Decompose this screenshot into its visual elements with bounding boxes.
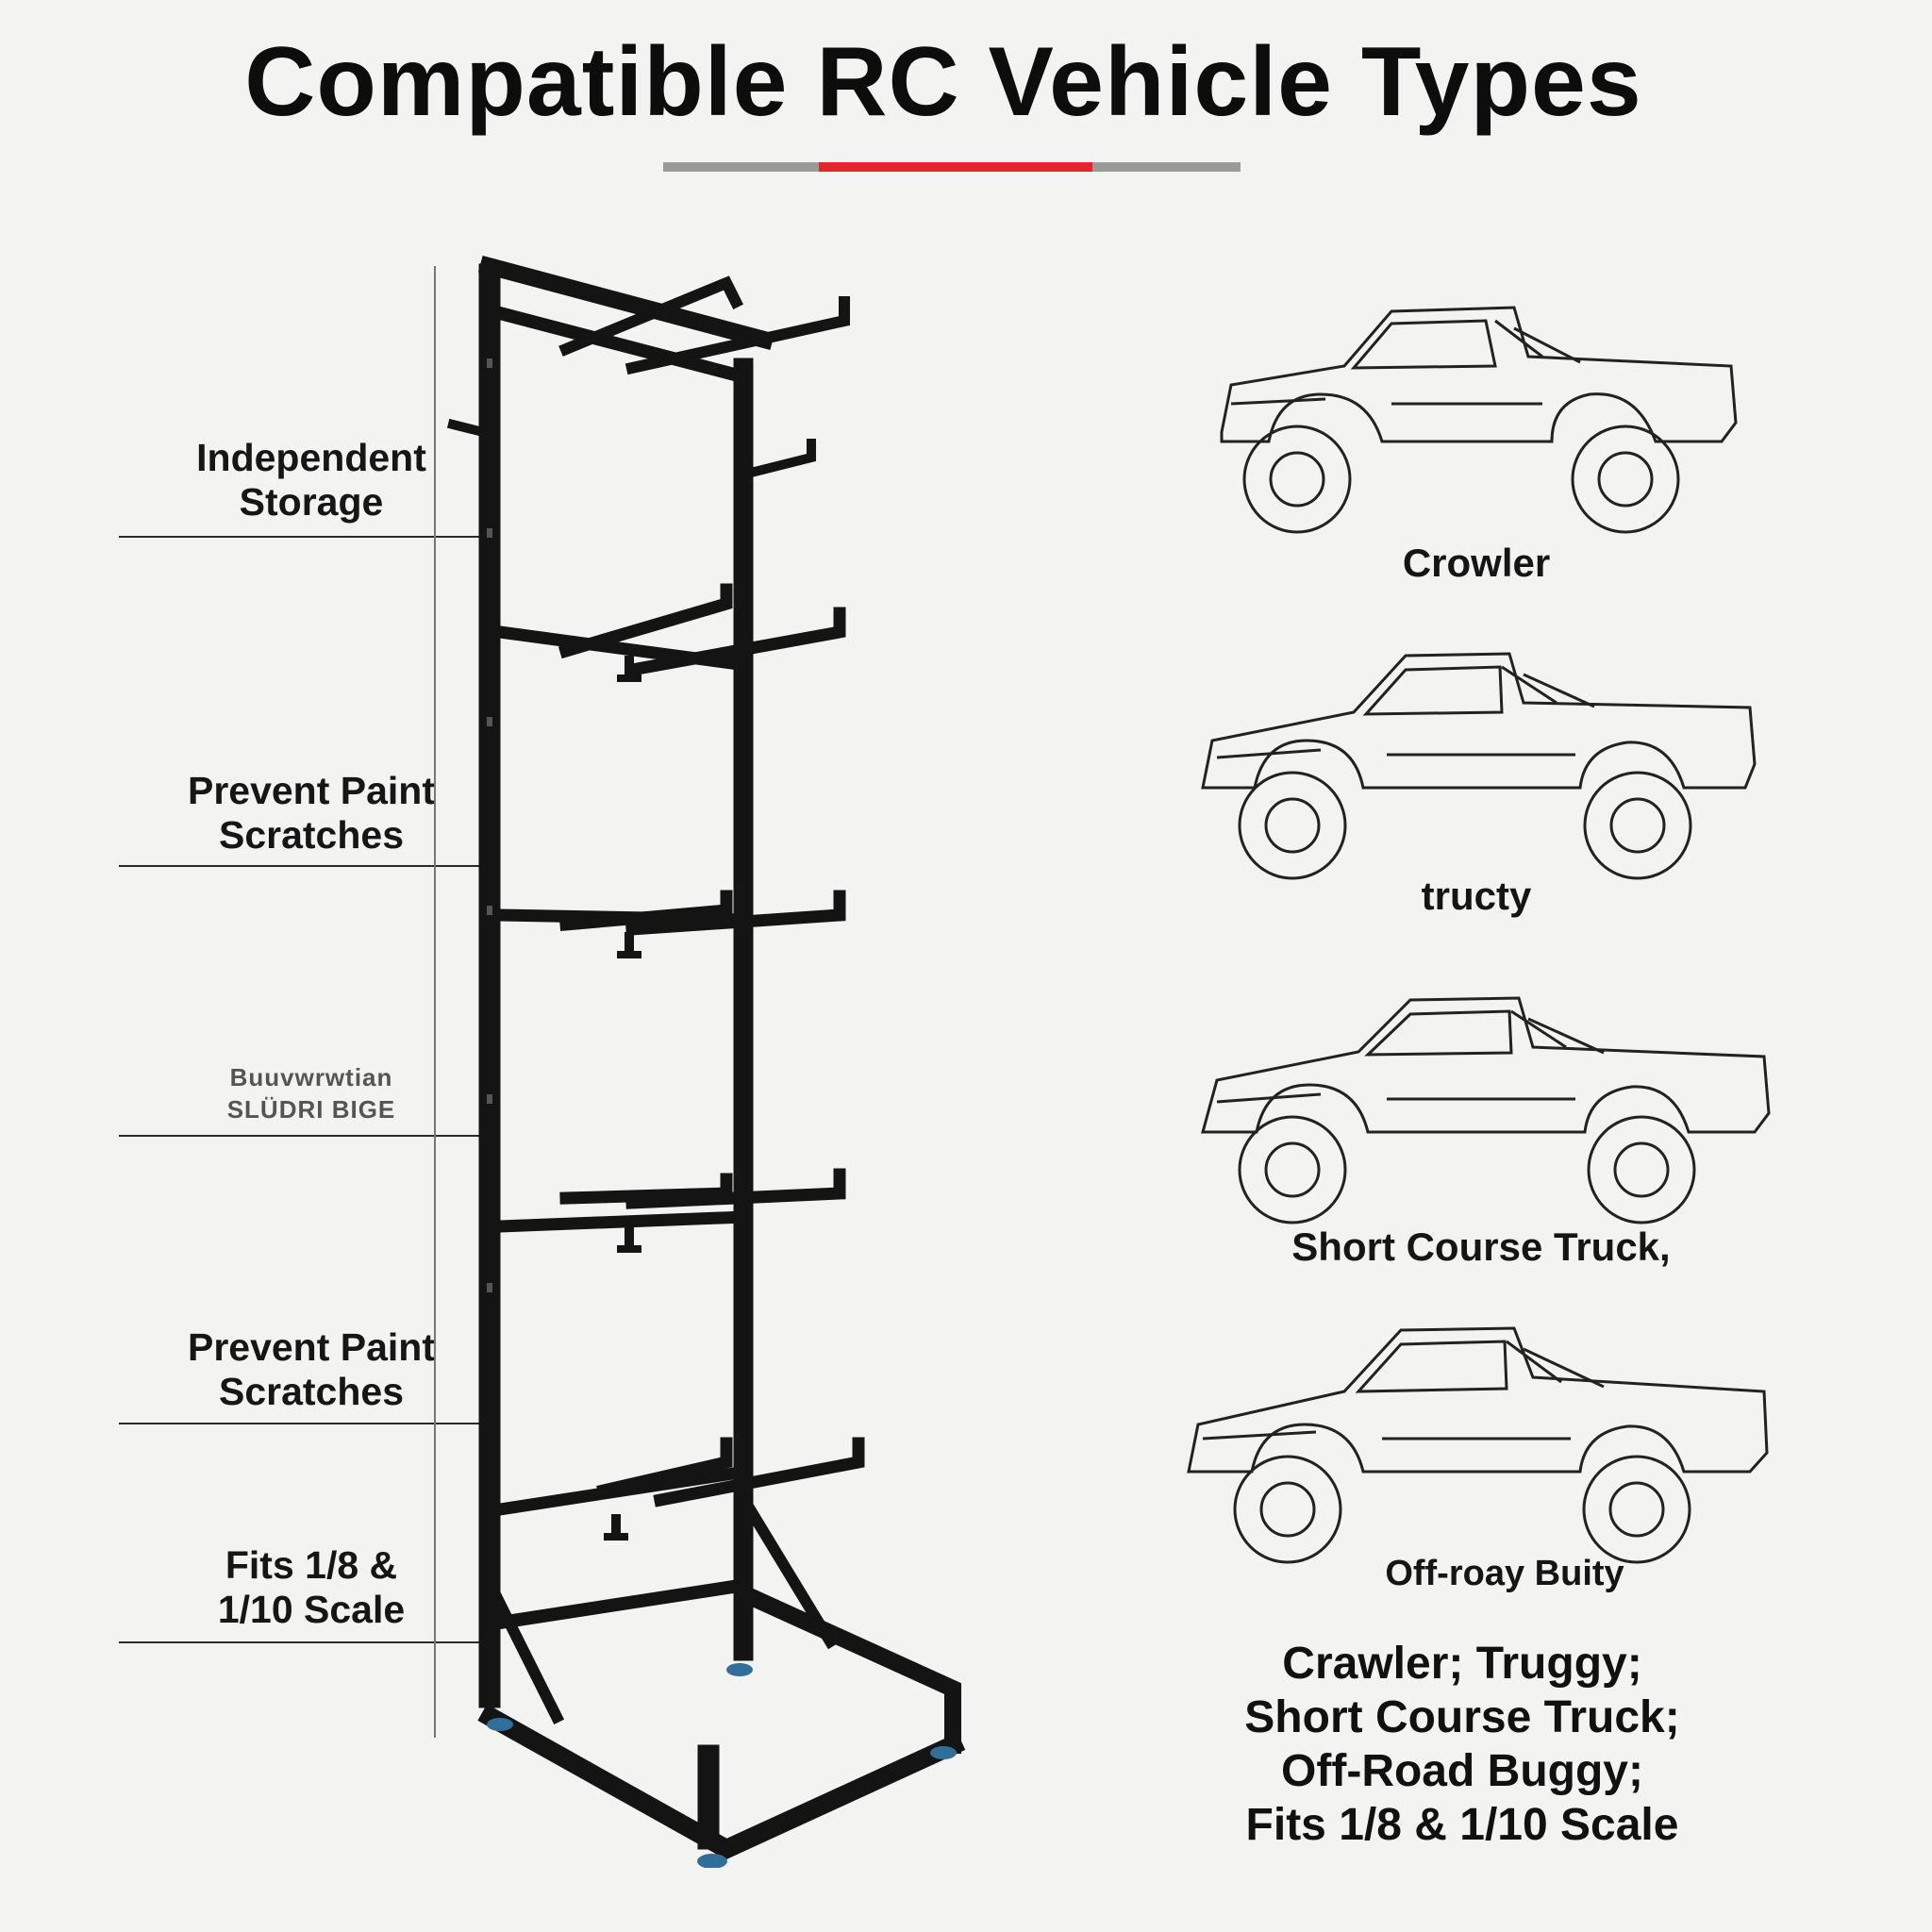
vehicle-label: Short Course Truck, (1291, 1224, 1671, 1269)
vehicle-label: tructy (1421, 874, 1532, 918)
feature-line-2: 1/10 Scale (217, 1588, 406, 1631)
feature-line-1: Independent (196, 436, 426, 479)
vehicle-off-road-buggy-icon (1187, 1326, 1769, 1564)
vehicle-label: Crowler (1402, 541, 1551, 585)
summary-line: Off-Road Buggy; (1281, 1746, 1643, 1796)
vehicle-truggy-icon (1201, 652, 1757, 880)
callout-line (119, 536, 481, 538)
page-title: Compatible RC Vehicle Types (244, 27, 1642, 137)
feature-independent-storage: Independent Storage (119, 436, 504, 525)
callout-line (119, 1423, 481, 1424)
feature-line-2: Scratches (218, 1370, 404, 1413)
feature-line-2: Scratches (218, 813, 404, 857)
title-underline (663, 162, 1241, 172)
summary-line: Fits 1/8 & 1/10 Scale (1245, 1800, 1679, 1850)
feature-line-1: Buuvwrwtian (229, 1063, 393, 1091)
vehicle-label: Off-roay Buity (1385, 1554, 1624, 1593)
callout-line (119, 865, 481, 867)
compatibility-summary: Crawler; Truggy; Short Course Truck; Off… (1170, 1637, 1755, 1852)
storage-rack-icon (446, 255, 966, 1868)
callout-line (119, 1641, 481, 1643)
feature-line-2: SLÜDRI BIGE (226, 1095, 396, 1124)
summary-line: Short Course Truck; (1244, 1692, 1680, 1742)
feature-line-1: Fits 1/8 & (225, 1543, 398, 1587)
vehicle-short-course-truck-icon (1201, 996, 1771, 1224)
feature-prevent-paint-scratches: Prevent Paint Scratches (119, 769, 504, 858)
feature-line-1: Prevent Paint (187, 1325, 436, 1369)
feature-prevent-paint-scratches-2: Prevent Paint Scratches (119, 1325, 504, 1414)
summary-line: Crawler; Truggy; (1282, 1639, 1642, 1689)
feature-garbled: Buuvwrwtian SLÜDRI BIGE (119, 1061, 504, 1125)
callout-line (119, 1135, 481, 1137)
vehicle-crawler-icon (1220, 306, 1738, 534)
dimension-line (434, 266, 436, 1738)
feature-line-1: Prevent Paint (187, 769, 436, 812)
title-underline-accent (819, 162, 1092, 172)
feature-fits-scale: Fits 1/8 & 1/10 Scale (119, 1543, 504, 1632)
feature-line-2: Storage (239, 480, 384, 524)
